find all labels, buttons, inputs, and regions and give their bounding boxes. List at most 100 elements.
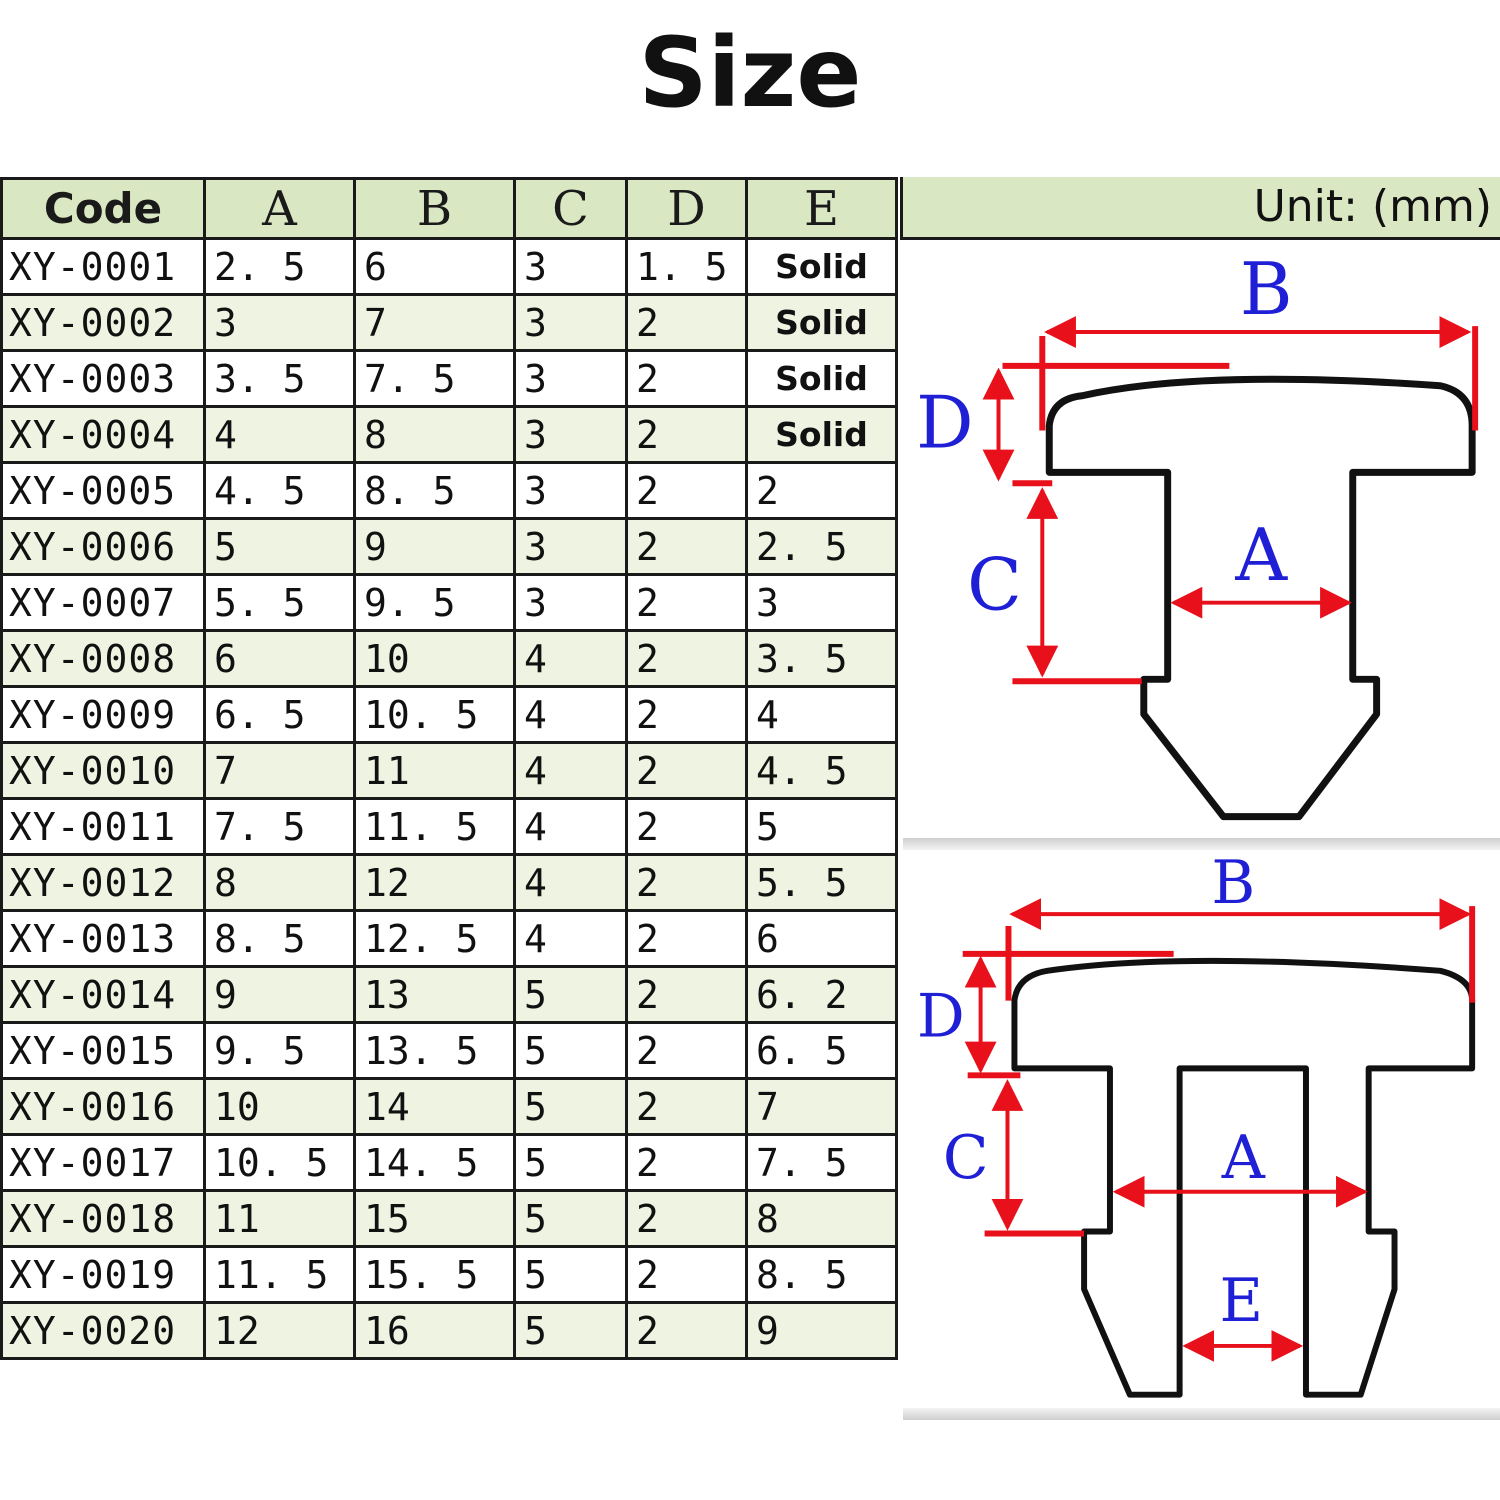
table-cell-e: 4 [745, 685, 898, 744]
table-cell-d: 2 [625, 405, 748, 464]
table-cell-code: XY-0014 [0, 965, 206, 1024]
table-cell-d: 2 [625, 573, 748, 632]
column-header-a: A [203, 177, 356, 240]
table-cell-e: 7 [745, 1077, 898, 1136]
dimension-label-d: D [917, 982, 965, 1051]
dimension-label-c: C [943, 1124, 989, 1193]
table-cell-d: 2 [625, 1021, 748, 1080]
table-cell-e: 7. 5 [745, 1133, 898, 1192]
table-cell-a: 7 [203, 741, 356, 800]
table-cell-a: 10. 5 [203, 1133, 356, 1192]
table-cell-a: 4 [203, 405, 356, 464]
table-cell-c: 3 [513, 517, 628, 576]
table-cell-e: 6 [745, 909, 898, 968]
table-cell-e: 2. 5 [745, 517, 898, 576]
table-cell-b: 15. 5 [353, 1245, 516, 1304]
table-cell-e: 9 [745, 1301, 898, 1360]
hollow-rivet-diagram: B D C A E [917, 850, 1476, 1398]
table-cell-e: 4. 5 [745, 741, 898, 800]
table-cell-code: XY-0019 [0, 1245, 206, 1304]
column-header-d: D [625, 177, 748, 240]
table-cell-code: XY-0006 [0, 517, 206, 576]
table-cell-b: 11. 5 [353, 797, 516, 856]
table-cell-b: 11 [353, 741, 516, 800]
table-cell-a: 7. 5 [203, 797, 356, 856]
table-cell-a: 9 [203, 965, 356, 1024]
table-cell-d: 2 [625, 1133, 748, 1192]
table-cell-code: XY-0010 [0, 741, 206, 800]
dimension-label-e: E [1220, 1267, 1264, 1336]
table-cell-b: 9. 5 [353, 573, 516, 632]
dimension-label-b: B [1211, 850, 1255, 918]
dimension-lines [962, 898, 1476, 1362]
table-cell-b: 12. 5 [353, 909, 516, 968]
dimension-label-a: A [1234, 514, 1288, 597]
table-cell-c: 3 [513, 293, 628, 352]
table-cell-c: 5 [513, 1301, 628, 1360]
table-cell-b: 7 [353, 293, 516, 352]
table-cell-e: Solid [745, 237, 898, 296]
table-cell-e: 3. 5 [745, 629, 898, 688]
table-cell-code: XY-0018 [0, 1189, 206, 1248]
table-cell-d: 2 [625, 629, 748, 688]
table-cell-d: 2 [625, 909, 748, 968]
table-cell-c: 4 [513, 909, 628, 968]
solid-rivet-diagram: B D C A [916, 248, 1479, 821]
column-header-b: B [353, 177, 516, 240]
table-cell-a: 2. 5 [203, 237, 356, 296]
table-cell-e: 6. 5 [745, 1021, 898, 1080]
table-cell-b: 13. 5 [353, 1021, 516, 1080]
table-cell-e: Solid [745, 293, 898, 352]
table-cell-code: XY-0008 [0, 629, 206, 688]
dimension-label-d: D [916, 381, 973, 464]
table-cell-c: 5 [513, 965, 628, 1024]
dimension-lines [982, 316, 1479, 685]
table-cell-d: 2 [625, 293, 748, 352]
table-cell-d: 2 [625, 741, 748, 800]
table-cell-code: XY-0012 [0, 853, 206, 912]
table-cell-a: 6. 5 [203, 685, 356, 744]
table-cell-code: XY-0016 [0, 1077, 206, 1136]
table-cell-b: 15 [353, 1189, 516, 1248]
table-cell-b: 7. 5 [353, 349, 516, 408]
table-cell-code: XY-0015 [0, 1021, 206, 1080]
table-header-row: Code A B C D E [0, 177, 898, 240]
unit-label: Unit: (mm) [1253, 181, 1492, 232]
table-cell-a: 11. 5 [203, 1245, 356, 1304]
dimension-label-c: C [967, 544, 1022, 627]
table-cell-code: XY-0002 [0, 293, 206, 352]
table-cell-d: 2 [625, 461, 748, 520]
column-header-code: Code [0, 177, 206, 240]
table-cell-d: 2 [625, 1077, 748, 1136]
table-cell-c: 4 [513, 629, 628, 688]
table-cell-b: 6 [353, 237, 516, 296]
table-cell-code: XY-0020 [0, 1301, 206, 1360]
table-cell-c: 4 [513, 797, 628, 856]
table-cell-c: 3 [513, 461, 628, 520]
table-cell-code: XY-0007 [0, 573, 206, 632]
table-cell-a: 5 [203, 517, 356, 576]
table-cell-a: 4. 5 [203, 461, 356, 520]
table-cell-a: 6 [203, 629, 356, 688]
table-cell-b: 10. 5 [353, 685, 516, 744]
table-cell-e: 8 [745, 1189, 898, 1248]
table-cell-e: Solid [745, 349, 898, 408]
panel-divider [903, 838, 1500, 850]
table-cell-d: 2 [625, 1301, 748, 1360]
table-cell-code: XY-0001 [0, 237, 206, 296]
